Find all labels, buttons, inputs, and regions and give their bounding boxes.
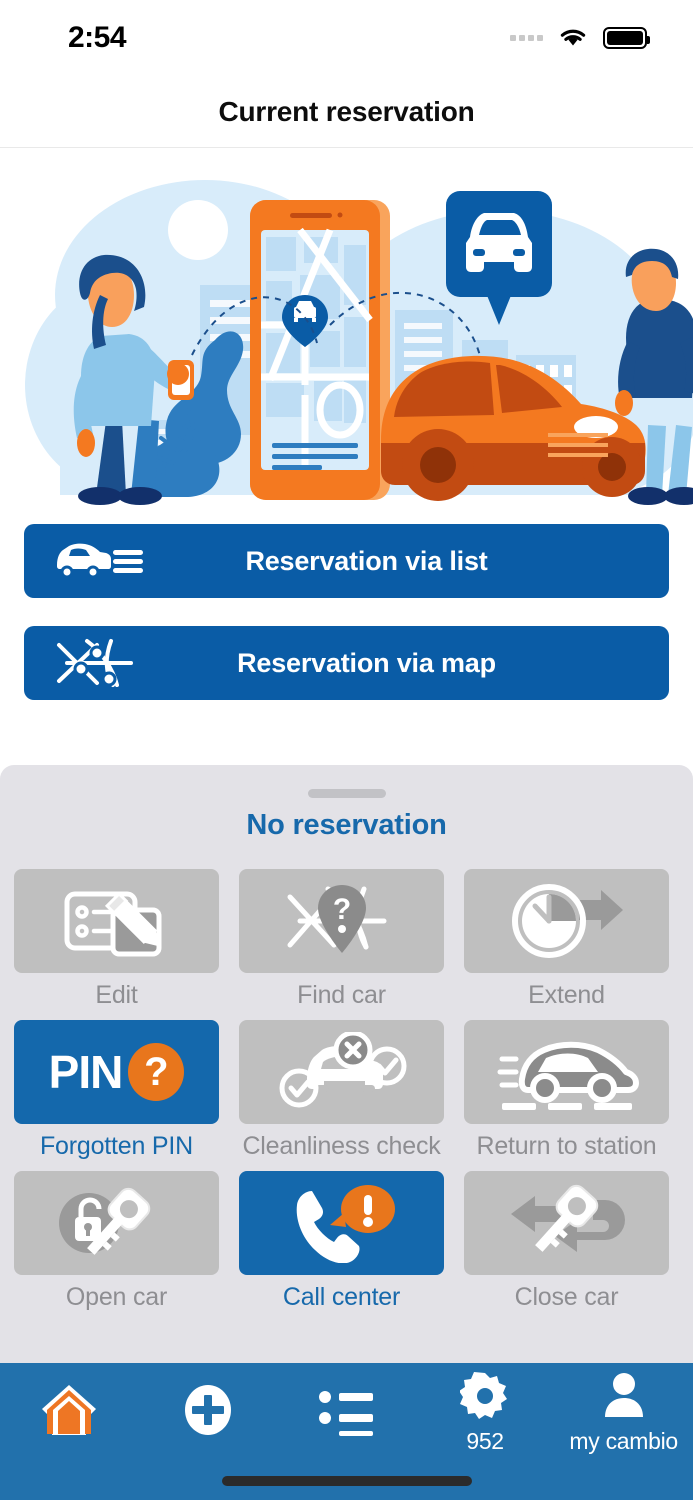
phone-alert-icon	[296, 1185, 395, 1263]
tile-close-car-box	[464, 1171, 669, 1275]
tile-edit-box	[14, 869, 219, 973]
map-pin-question-icon: ?	[287, 885, 386, 953]
unlock-key-icon	[58, 1187, 150, 1255]
tile-call-center-box	[239, 1171, 444, 1275]
tile-return-to-station[interactable]: Return to station	[464, 1020, 669, 1161]
tile-extend-box	[464, 869, 669, 973]
tab-settings-label: 952	[466, 1428, 504, 1454]
home-icon	[38, 1382, 100, 1443]
car-list-icon	[24, 541, 174, 581]
svg-text:?: ?	[332, 893, 350, 926]
tile-cleanliness-check[interactable]: Cleanliness check	[239, 1020, 444, 1161]
tile-extend[interactable]: Extend	[464, 869, 669, 1010]
lock-key-return-icon	[510, 1184, 625, 1252]
signal-dots-icon	[510, 35, 543, 41]
tab-list-view[interactable]	[277, 1363, 416, 1463]
tile-cleanliness-check-box	[239, 1020, 444, 1124]
gear-icon	[459, 1371, 510, 1426]
tile-open-car-label: Open car	[65, 1283, 168, 1311]
tab-list: 952 my cambio	[0, 1363, 693, 1463]
tile-forgotten-pin-label: Forgotten PIN	[39, 1132, 194, 1160]
carsharing-illustration	[0, 155, 693, 505]
plus-icon	[180, 1382, 236, 1443]
tab-my-cambio[interactable]: my cambio	[554, 1363, 693, 1463]
tile-call-center[interactable]: Call center	[239, 1171, 444, 1312]
car-check-cross-icon	[279, 1032, 406, 1108]
tile-find-car-label: Find car	[297, 981, 386, 1009]
person-icon	[599, 1371, 649, 1426]
status-bar: 2:54	[0, 0, 693, 76]
reservation-sheet: No reservation	[0, 765, 693, 1365]
drag-handle[interactable]	[307, 789, 386, 798]
tile-edit-label: Edit	[95, 981, 138, 1009]
tab-add[interactable]	[139, 1363, 278, 1463]
tile-return-to-station-box	[464, 1020, 669, 1124]
page-title: Current reservation	[218, 95, 475, 127]
tile-return-to-station-label: Return to station	[476, 1132, 657, 1160]
wifi-icon	[557, 24, 589, 53]
question-badge: ?	[128, 1043, 185, 1101]
sheet-title: No reservation	[246, 809, 447, 841]
car-road-icon	[497, 1041, 639, 1110]
tab-settings[interactable]: 952	[416, 1363, 555, 1463]
tile-extend-label: Extend	[528, 981, 605, 1009]
tile-open-car[interactable]: Open car	[14, 1171, 219, 1312]
tile-find-car[interactable]: ? Find car	[239, 869, 444, 1010]
tab-home[interactable]	[0, 1363, 139, 1463]
tile-find-car-box: ?	[239, 869, 444, 973]
pin-question-icon: PIN ?	[49, 1043, 185, 1101]
map-routes-icon	[24, 635, 174, 691]
tile-cleanliness-check-label: Cleanliness check	[242, 1132, 441, 1160]
tab-my-cambio-label: my cambio	[569, 1428, 678, 1454]
tile-open-car-box	[14, 1171, 219, 1275]
tile-forgotten-pin-box: PIN ?	[14, 1020, 219, 1124]
reservation-via-map-label: Reservation via map	[237, 647, 496, 678]
edit-form-icon	[64, 891, 161, 957]
status-indicators	[510, 24, 650, 53]
tile-close-car[interactable]: Close car	[464, 1171, 669, 1312]
page-header: Current reservation	[0, 76, 693, 148]
tile-edit[interactable]: Edit	[14, 869, 219, 1010]
list-icon	[317, 1384, 375, 1441]
tile-close-car-label: Close car	[514, 1283, 619, 1311]
clock-arrow-icon	[511, 884, 623, 958]
reservation-via-list-label: Reservation via list	[245, 545, 488, 576]
tile-call-center-label: Call center	[282, 1283, 401, 1311]
reservation-via-map-button[interactable]: Reservation via map	[24, 626, 669, 700]
pin-text: PIN	[48, 1046, 124, 1098]
action-tile-grid: Edit ? Find car	[14, 869, 679, 1312]
status-time: 2:54	[68, 21, 127, 54]
tile-forgotten-pin[interactable]: PIN ? Forgotten PIN	[14, 1020, 219, 1161]
home-indicator	[221, 1476, 472, 1486]
battery-full-icon	[603, 27, 650, 49]
reservation-via-list-button[interactable]: Reservation via list	[24, 524, 669, 598]
bottom-tab-bar: 952 my cambio	[0, 1363, 693, 1500]
